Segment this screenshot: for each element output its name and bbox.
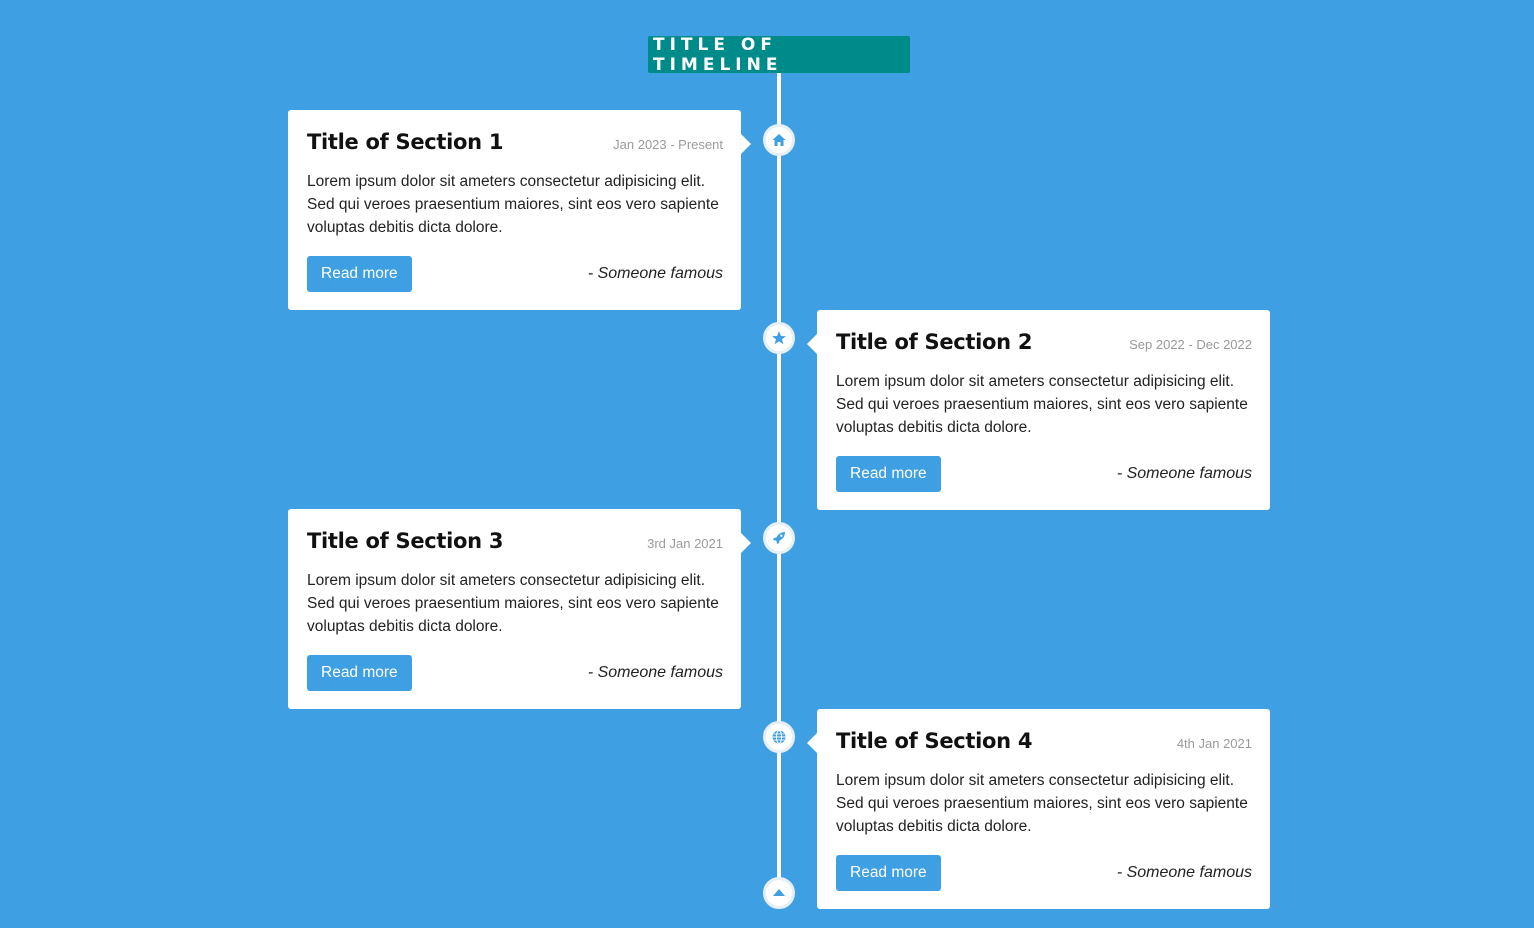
section-date: Jan 2023 - Present [613,137,723,152]
section-title: Title of Section 4 [836,729,1033,753]
section-date: 4th Jan 2021 [1176,736,1252,751]
timeline-dot-4 [763,721,795,753]
section-title: Title of Section 1 [307,130,504,154]
section-body: Lorem ipsum dolor sit ameters consectetu… [836,373,1248,436]
read-more-button[interactable]: Read more [307,655,412,691]
section-quote: - Someone famous [587,265,723,282]
timeline-end-dot[interactable] [763,877,795,909]
timeline-card-1: Title of Section 1 Jan 2023 - Present Lo… [288,110,751,310]
timeline-dot-2 [763,322,795,354]
section-title: Title of Section 3 [307,529,504,553]
star-icon [772,331,786,345]
timeline-card-4: Title of Section 4 4th Jan 2021 Lorem ip… [807,709,1270,909]
section-title: Title of Section 2 [836,330,1033,354]
home-icon [772,134,786,146]
caret-up-icon [773,889,785,896]
timeline-card-3: Title of Section 3 3rd Jan 2021 Lorem ip… [288,509,751,709]
section-date: 3rd Jan 2021 [647,536,723,551]
section-body: Lorem ipsum dolor sit ameters consectetu… [836,772,1248,835]
rocket-icon [773,532,785,544]
section-date: Sep 2022 - Dec 2022 [1129,337,1252,352]
section-body: Lorem ipsum dolor sit ameters consectetu… [307,173,719,236]
timeline-dot-3 [763,522,795,554]
timeline-dot-1 [763,124,795,156]
read-more-button[interactable]: Read more [836,456,941,492]
timeline-title: Title of Timeline [648,35,910,75]
timeline-line [777,73,781,893]
globe-icon [772,730,786,744]
timeline-card-2: Title of Section 2 Sep 2022 - Dec 2022 L… [807,310,1270,510]
section-body: Lorem ipsum dolor sit ameters consectetu… [307,572,719,635]
section-quote: - Someone famous [1116,465,1252,482]
read-more-button[interactable]: Read more [307,256,412,292]
read-more-button[interactable]: Read more [836,855,941,891]
section-quote: - Someone famous [1116,864,1252,881]
section-quote: - Someone famous [587,664,723,681]
